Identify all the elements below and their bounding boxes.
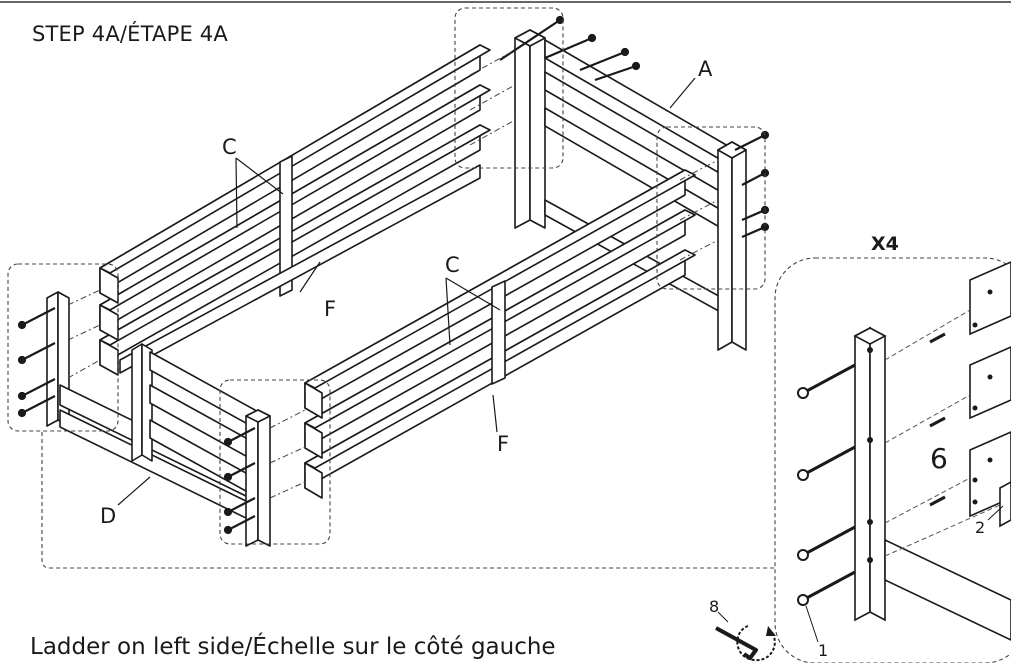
callout-f-front: F <box>497 432 509 456</box>
detail-boxes <box>7 7 1011 663</box>
back-rail-c-middle <box>99 84 491 331</box>
post-front-right <box>717 141 747 351</box>
detail-holes <box>867 289 993 563</box>
detail-guides <box>884 309 1001 557</box>
detail-post <box>853 326 887 622</box>
leader-lines <box>117 77 696 506</box>
callout-a: A <box>698 57 713 81</box>
caption: Ladder on left side/Échelle sur le côté … <box>30 634 556 660</box>
detail-bolt-heads <box>797 387 809 606</box>
post-front-left <box>245 409 271 547</box>
step-title: STEP 4A/ÉTAPE 4A <box>32 22 228 46</box>
detail-dowels <box>929 332 946 507</box>
detail-rail-ends <box>884 261 1011 641</box>
alignment-lines <box>67 49 719 499</box>
post-back-right <box>514 29 546 229</box>
detail-part-1: 1 <box>818 641 828 660</box>
callout-c-front: C <box>445 253 460 277</box>
callout-c-back: C <box>222 135 237 159</box>
callout-f-back: F <box>324 297 336 321</box>
post-mid-left <box>131 343 153 462</box>
detail-part-2: 2 <box>975 518 985 537</box>
detail-quantity: X4 <box>871 233 899 255</box>
detail-part-8: 8 <box>709 597 719 616</box>
detail-part-6: 6 <box>930 442 948 475</box>
allen-key-icon: 8 <box>709 597 776 662</box>
detail-bolts <box>802 363 856 602</box>
callout-d: D <box>100 504 116 528</box>
